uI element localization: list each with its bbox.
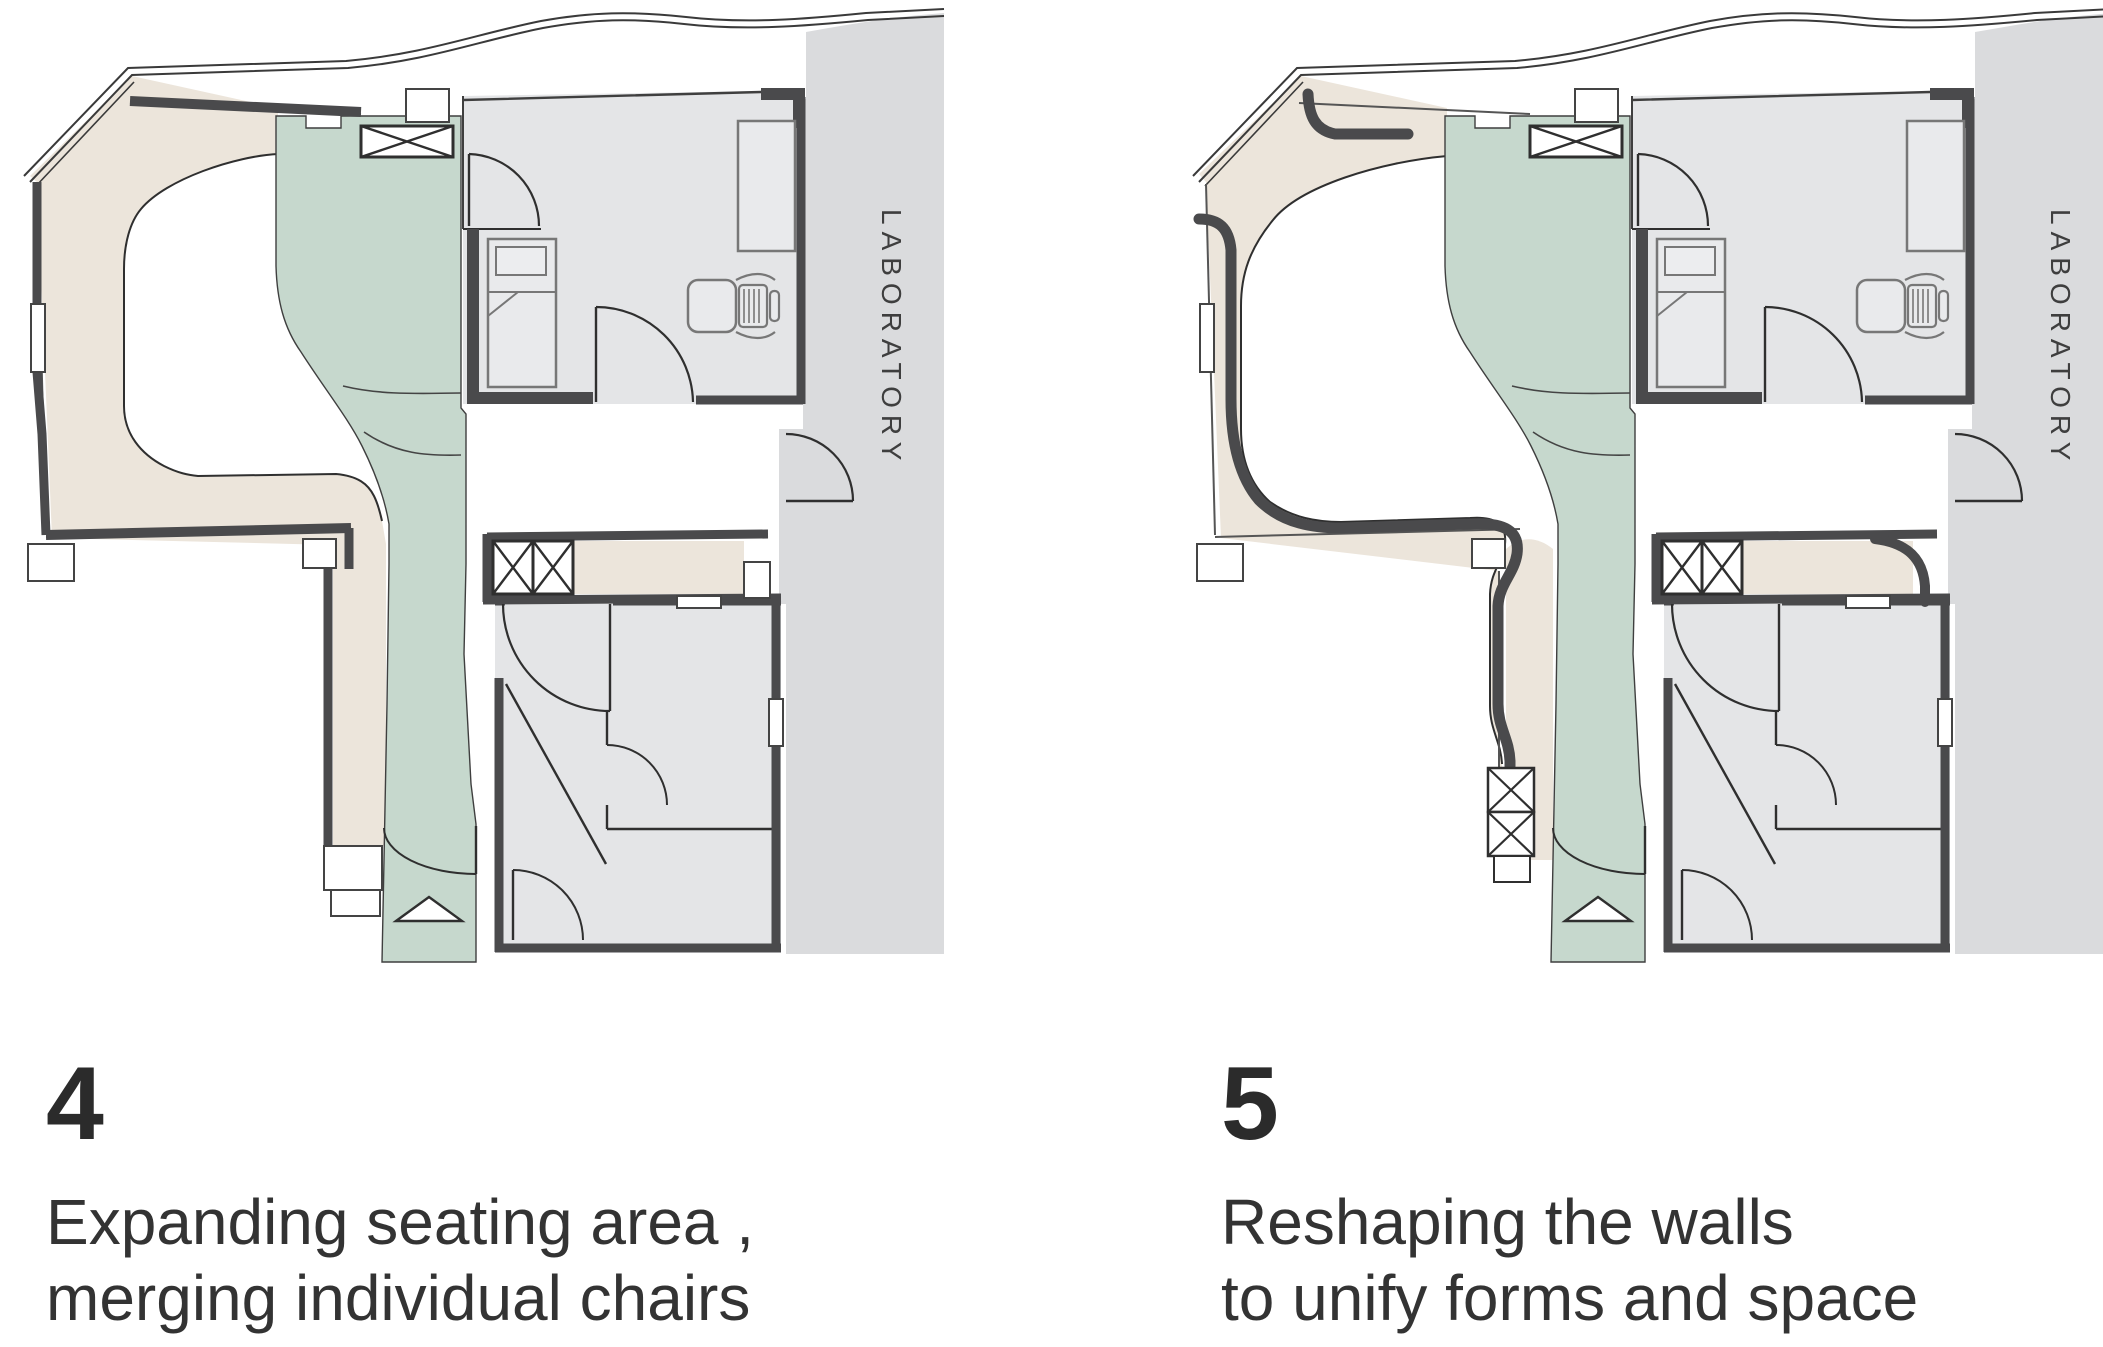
- caption-line: Expanding seating area ,: [46, 1186, 755, 1258]
- laboratory-label: LABORATORY: [876, 209, 907, 467]
- caption-line: merging individual chairs: [46, 1262, 751, 1334]
- plan-number: 4: [46, 1046, 104, 1162]
- plan-number: 5: [1221, 1046, 1279, 1162]
- caption-plan-4: 4 Expanding seating area , merging indiv…: [46, 1052, 754, 1336]
- caption-plan-5: 5 Reshaping the walls to unify forms and…: [1221, 1052, 1918, 1336]
- caption-line: to unify forms and space: [1221, 1262, 1919, 1334]
- floor-plan-4: LABORATORY: [6, 4, 951, 979]
- laboratory-label: LABORATORY: [2045, 209, 2076, 467]
- caption-line: Reshaping the walls: [1221, 1186, 1794, 1258]
- floor-plan-5: LABORATORY: [1175, 4, 2103, 979]
